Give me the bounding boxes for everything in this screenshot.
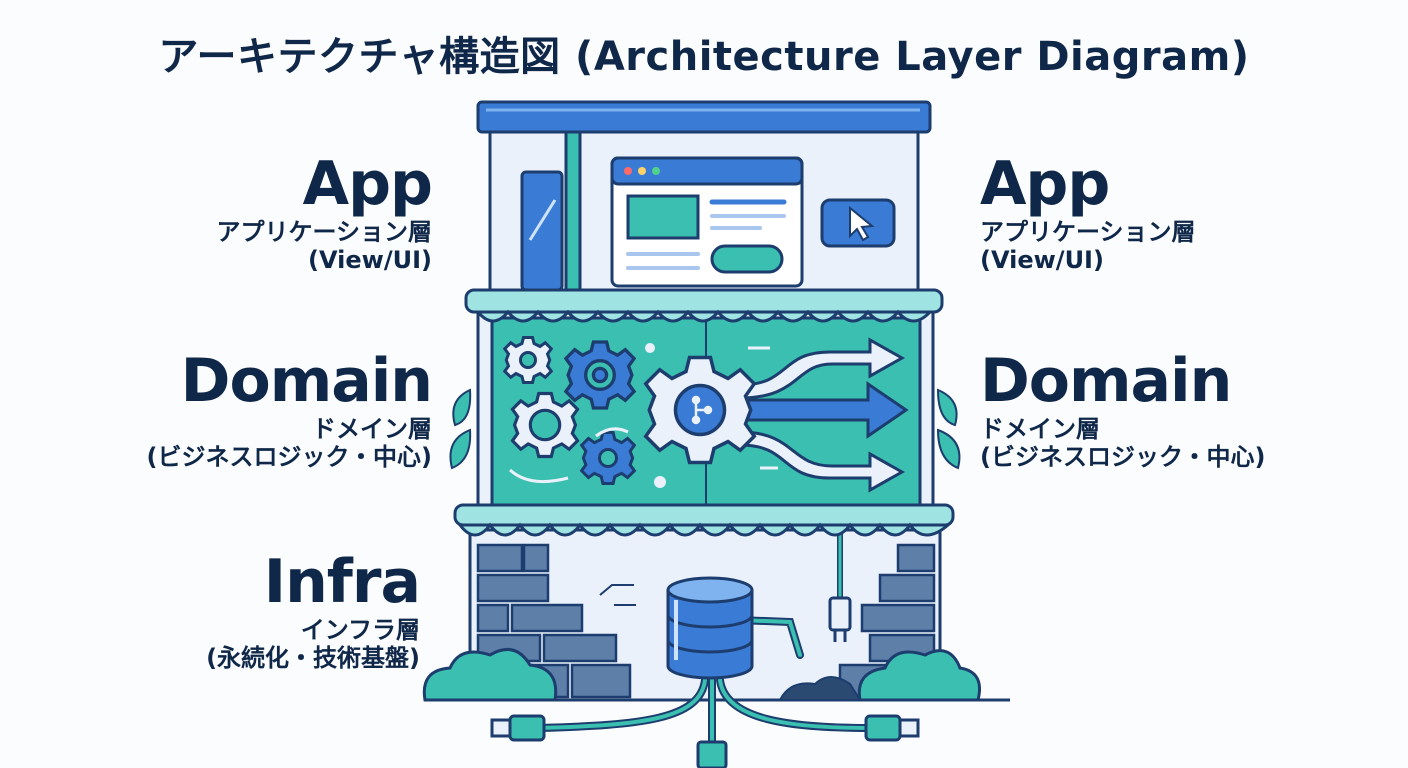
curved-arrow-icon bbox=[595, 427, 629, 438]
app-layer bbox=[476, 100, 932, 292]
app-layer-detail: (View/UI) bbox=[308, 245, 432, 274]
domain-layer-label-right: Domain ドメイン層 (ビジネスロジック・中心) bbox=[980, 347, 1360, 471]
page-title: アーキテクチャ構造図 (Architecture Layer Diagram) bbox=[158, 34, 1250, 80]
domain-layer-subtitle: ドメイン層 bbox=[312, 415, 432, 443]
gear-icon bbox=[503, 336, 553, 384]
window-panel bbox=[520, 170, 564, 292]
roof bbox=[476, 100, 932, 134]
leaf-decoration-left bbox=[449, 388, 472, 470]
browser-window-icon bbox=[610, 156, 804, 288]
infra-layer-label-left: Infra インフラ層 (永続化・技術基盤) bbox=[120, 547, 421, 672]
gear-icon bbox=[510, 391, 580, 459]
plug-connector-right bbox=[864, 714, 920, 742]
plug-connector-left bbox=[490, 714, 546, 742]
domain-layer-name: Domain bbox=[980, 346, 1232, 416]
app-layer-subtitle: アプリケーション層 bbox=[216, 218, 432, 246]
pillar bbox=[564, 126, 582, 292]
plug-connector-bottom bbox=[696, 740, 728, 768]
infra-layer-name: Infra bbox=[263, 547, 421, 617]
branch-icon bbox=[691, 395, 713, 425]
app-layer-label-right: App アプリケーション層 (View/UI) bbox=[980, 150, 1340, 274]
domain-layer bbox=[449, 288, 961, 537]
infra-layer-subtitle: インフラ層 bbox=[300, 616, 420, 644]
domain-layer-detail: (ビジネスロジック・中心) bbox=[146, 442, 432, 471]
app-layer-name: App bbox=[302, 149, 433, 219]
awning-bottom bbox=[453, 503, 955, 537]
bush-right bbox=[778, 649, 981, 702]
gear-icon bbox=[580, 431, 636, 485]
domain-layer-name: Domain bbox=[180, 346, 433, 416]
curved-arrow-icon bbox=[508, 468, 569, 484]
bush-left bbox=[422, 647, 558, 702]
database-icon bbox=[666, 576, 754, 680]
infra-layer bbox=[422, 520, 981, 768]
domain-layer-subtitle: ドメイン層 bbox=[980, 415, 1100, 443]
hanging-plug bbox=[828, 520, 852, 642]
domain-layer-label-left: Domain ドメイン層 (ビジネスロジック・中心) bbox=[60, 346, 433, 471]
app-layer-detail: (View/UI) bbox=[980, 245, 1104, 274]
gear-icon bbox=[564, 340, 636, 410]
app-layer-label-left: App アプリケーション層 (View/UI) bbox=[120, 149, 433, 274]
awning-top bbox=[464, 288, 944, 323]
app-layer-subtitle: アプリケーション層 bbox=[980, 218, 1196, 246]
cursor-button-icon bbox=[820, 198, 896, 248]
infra-layer-detail: (永続化・技術基盤) bbox=[206, 643, 420, 672]
leaf-decoration-right bbox=[936, 388, 961, 470]
domain-layer-detail: (ビジネスロジック・中心) bbox=[980, 442, 1266, 471]
app-layer-name: App bbox=[980, 149, 1110, 219]
crack-lines bbox=[599, 584, 636, 606]
flow-arrows bbox=[738, 337, 909, 493]
